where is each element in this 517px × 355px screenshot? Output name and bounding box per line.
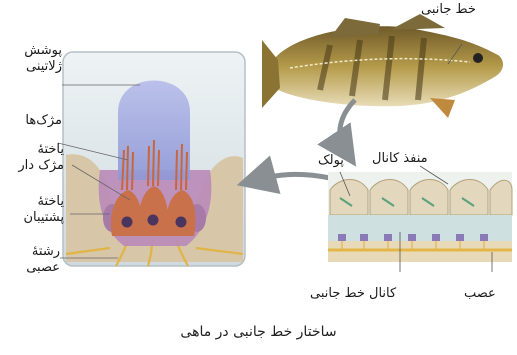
gelatinous-cover-line1: پوشش (8, 43, 62, 59)
canal-pore-label: منفذ کانال (372, 151, 428, 167)
fish (262, 14, 503, 118)
lateral-line-label-top: خط جانبی (421, 2, 476, 18)
magnify-arrow (256, 174, 330, 180)
nerve-fiber-line1: رشتهٔ (8, 244, 60, 260)
hair-cell-line2: مژک دار (8, 158, 64, 174)
support-cell-label: یاختهٔ پشتیبان (8, 194, 64, 227)
scale-label: پولک (318, 153, 344, 169)
lateral-line-canal-label: کانال خط جانبی (310, 286, 396, 302)
canal-cross-section (328, 172, 512, 262)
zoom-arrow (340, 100, 355, 150)
hairs-label: مژک‌ها (8, 113, 62, 129)
support-cell-line2: پشتیبان (8, 210, 64, 226)
nerve-label: عصب (464, 286, 496, 302)
gelatinous-cover-line2: ژلاتینی (8, 59, 62, 75)
hair-cells (111, 186, 196, 236)
figure-caption: ساختار خط جانبی در ماهی (0, 324, 517, 340)
nerve-fiber-line2: عصبی (8, 260, 60, 276)
nerve-fiber-label: رشتهٔ عصبی (8, 244, 60, 277)
support-cell-line1: یاختهٔ (8, 194, 64, 210)
gelatinous-cover-label: پوشش ژلاتینی (8, 43, 62, 76)
hair-cell-label: یاختهٔ مژک دار (8, 142, 64, 175)
magnified-neuromast-panel (63, 52, 245, 266)
hair-cell-line1: یاختهٔ (8, 142, 64, 158)
